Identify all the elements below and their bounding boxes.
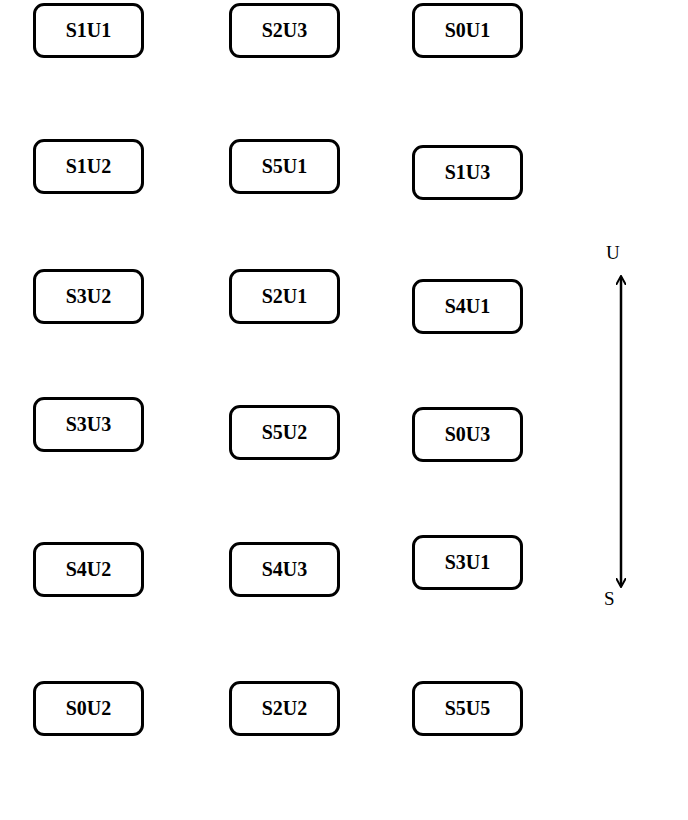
box-label: S5U5 [445,697,491,720]
axis-label: S [604,588,615,610]
state-box: S3U1 [412,535,523,590]
box-label: S2U3 [262,19,308,42]
state-box: S2U1 [229,269,340,324]
box-label: S0U2 [66,697,112,720]
state-box: S2U2 [229,681,340,736]
box-label: S4U3 [262,558,308,581]
box-label: S1U1 [66,19,112,42]
state-box: S0U2 [33,681,144,736]
box-label: S0U3 [445,423,491,446]
box-label: S1U3 [445,161,491,184]
box-label: S0U1 [445,19,491,42]
state-box: S4U3 [229,542,340,597]
axis-label: U [606,242,620,264]
state-box: S5U1 [229,139,340,194]
state-box: S1U2 [33,139,144,194]
state-box: S3U2 [33,269,144,324]
state-box: S2U3 [229,3,340,58]
box-label: S5U2 [262,421,308,444]
state-box: S1U1 [33,3,144,58]
state-box: S5U5 [412,681,523,736]
state-box: S4U2 [33,542,144,597]
box-label: S2U1 [262,285,308,308]
box-label: S3U2 [66,285,112,308]
box-label: S2U2 [262,697,308,720]
box-label: S3U3 [66,413,112,436]
box-label: S4U2 [66,558,112,581]
state-box: S5U2 [229,405,340,460]
box-label: S4U1 [445,295,491,318]
box-label: S3U1 [445,551,491,574]
state-box: S1U3 [412,145,523,200]
state-box: S4U1 [412,279,523,334]
state-box: S0U1 [412,3,523,58]
double-arrow [620,277,623,586]
state-box: S0U3 [412,407,523,462]
box-label: S5U1 [262,155,308,178]
box-label: S1U2 [66,155,112,178]
state-box: S3U3 [33,397,144,452]
